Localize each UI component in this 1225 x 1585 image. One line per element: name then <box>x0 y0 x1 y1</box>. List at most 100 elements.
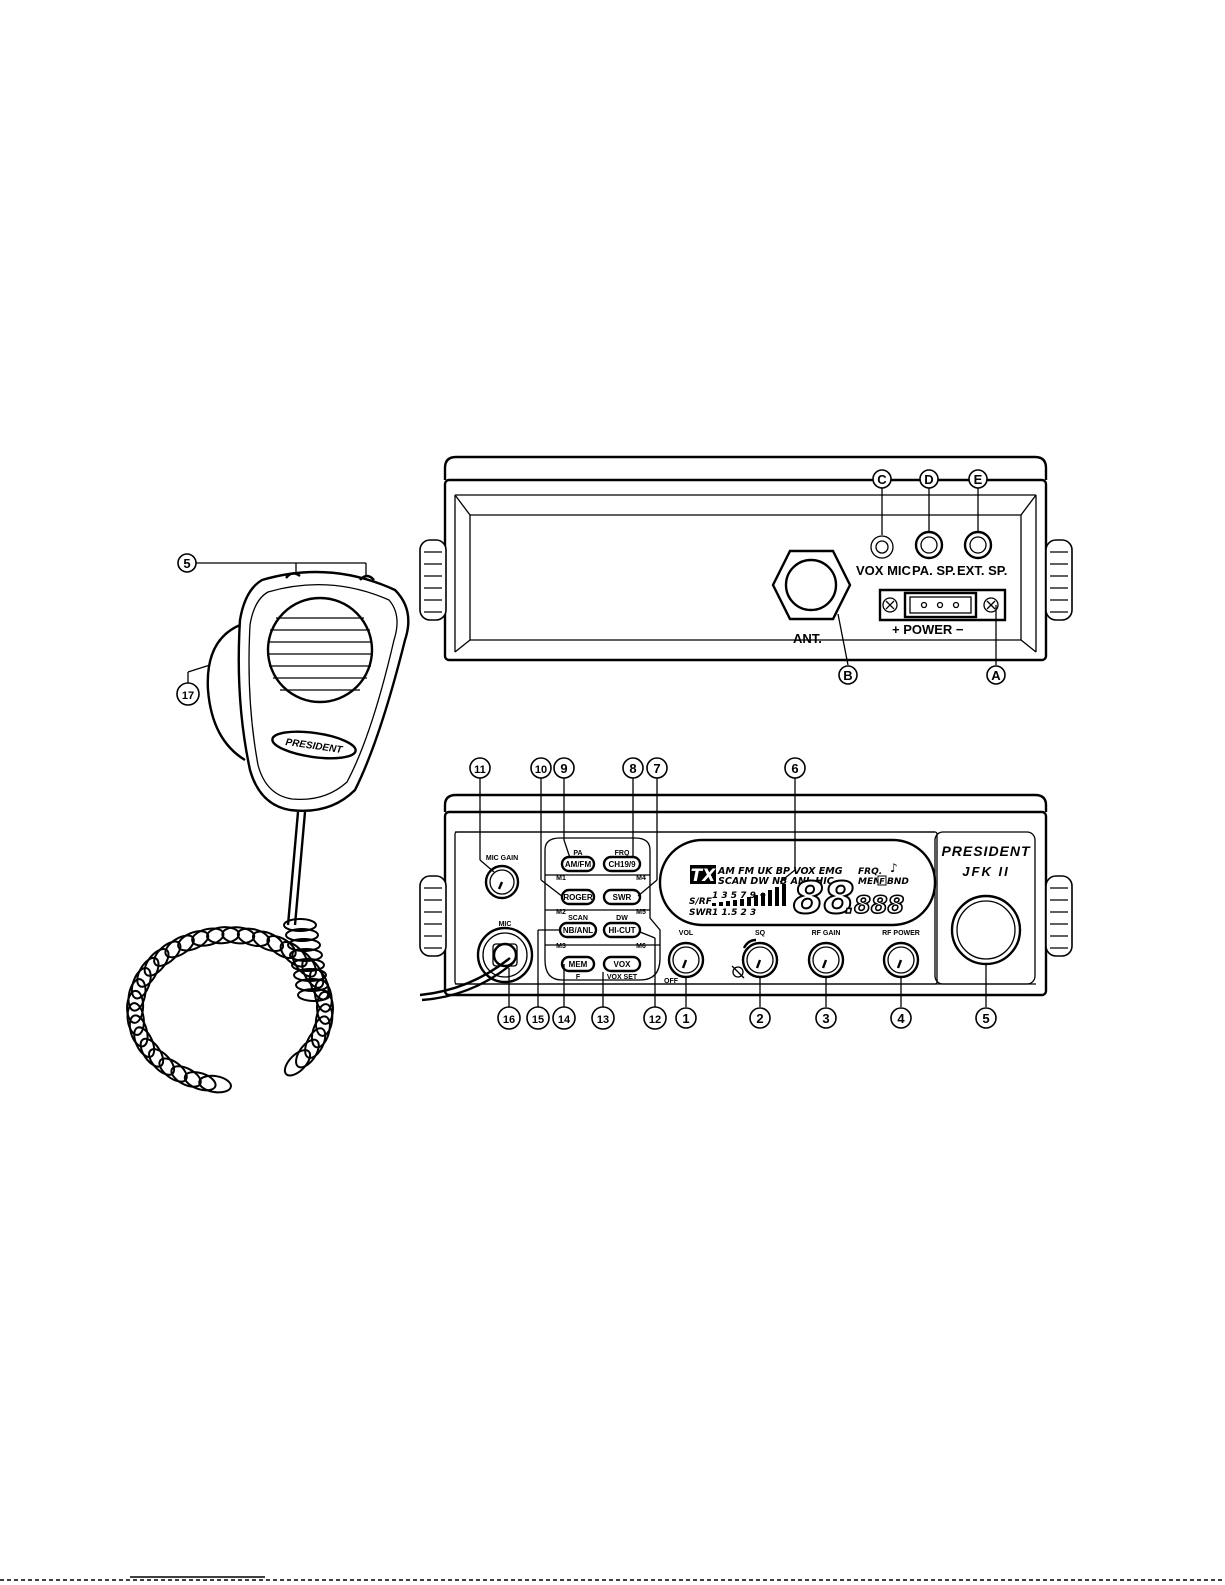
rear-right-bracket-knob <box>1045 539 1073 621</box>
svg-text:16: 16 <box>503 1014 515 1026</box>
callout-e: E <box>968 469 988 489</box>
am-fm-button[interactable]: AM/FM <box>560 855 596 873</box>
dw-label: DW <box>616 915 628 922</box>
microphone: PRESIDENT 5 17 <box>126 553 515 1094</box>
rf-gain-knob[interactable] <box>807 941 845 979</box>
lcd-note-icon: ♪ <box>890 861 898 875</box>
lcd-signal-bars <box>712 884 786 906</box>
svg-text:C: C <box>877 472 887 487</box>
button-cluster <box>544 837 661 981</box>
rear-left-bracket-knob <box>419 539 447 621</box>
front-right-bracket-knob <box>1045 875 1073 957</box>
lcd-srf-scale: 1 3 5 7 9 + <box>712 891 767 901</box>
coil-loop <box>198 1074 232 1094</box>
pa-sp-label: PA. SP. <box>912 563 956 578</box>
svg-text:6: 6 <box>791 761 798 776</box>
lcd-srf-label: S/RF <box>689 897 713 907</box>
lcd-display: TX AM FM UK BP VOX EMG SCAN DW NB ANL HI… <box>658 838 937 927</box>
coil-loop <box>315 990 335 1025</box>
pa-speaker-jack <box>914 530 944 560</box>
svg-text:ROGER: ROGER <box>563 893 593 902</box>
lcd-channel: 88 <box>793 873 854 924</box>
frq-label: FRQ <box>615 850 630 857</box>
pa-label: PA <box>573 850 582 857</box>
svg-text:NB/ANL: NB/ANL <box>563 926 593 935</box>
callout-4: 4 <box>890 1007 912 1029</box>
mic-gain-knob[interactable] <box>484 864 520 900</box>
coil-loop <box>297 988 331 1002</box>
coil-loop <box>158 1057 188 1083</box>
coil-loop <box>126 1002 145 1036</box>
page-footer-rule <box>0 1576 1225 1581</box>
radio-model-logo: JFK II <box>962 864 1009 879</box>
callout-7: 7 <box>646 757 668 779</box>
ext-speaker-jack <box>963 530 993 560</box>
rf-power-label: RF POWER <box>882 930 920 937</box>
f-label: F <box>576 974 581 981</box>
off-label: OFF <box>664 978 679 985</box>
m5-label: M5 <box>636 909 646 916</box>
coil-loop <box>291 958 325 972</box>
svg-text:CH19/9: CH19/9 <box>608 860 636 869</box>
squelch-knob[interactable] <box>741 938 779 979</box>
lcd-mode-row: AM FM UK BP VOX EMG <box>717 866 843 877</box>
callout-2: 2 <box>749 1007 771 1029</box>
coil-loop <box>279 941 308 968</box>
coil-loop <box>295 1038 320 1069</box>
callout-17: 17 <box>176 682 200 706</box>
coil-loop <box>289 948 323 962</box>
vol-label: VOL <box>679 930 694 937</box>
m6-label: M6 <box>636 943 646 950</box>
volume-knob[interactable] <box>667 941 705 979</box>
hi-cut-button[interactable]: HI-CUT <box>602 921 642 939</box>
callout-6: 6 <box>784 757 806 779</box>
m2-label: M2 <box>556 909 566 916</box>
svg-text:10: 10 <box>535 764 547 776</box>
mem-button[interactable]: MEM <box>560 955 596 973</box>
coil-loop <box>283 918 317 932</box>
ch19-9-button[interactable]: CH19/9 <box>602 855 642 873</box>
callout-14: 14 <box>552 1006 576 1030</box>
svg-text:8: 8 <box>629 761 636 776</box>
coil-loop <box>183 1071 217 1092</box>
coil-loop <box>287 938 321 952</box>
lcd-function-row: SCAN DW NB ANL HIC <box>718 876 834 887</box>
roger-button[interactable]: ROGER <box>560 888 596 906</box>
power-label: + POWER − <box>892 622 964 637</box>
channel-selector-knob[interactable] <box>950 894 1022 966</box>
svg-text:3: 3 <box>822 1011 829 1026</box>
coil-loop <box>266 935 297 959</box>
ant-label: ANT. <box>793 631 822 646</box>
callout-3: 3 <box>815 1007 837 1029</box>
svg-text:11: 11 <box>474 764 486 776</box>
svg-text:17: 17 <box>182 690 194 702</box>
sq-label: SQ <box>755 930 766 937</box>
power-socket <box>878 588 1007 622</box>
coil-loop <box>283 1049 312 1077</box>
svg-text:5: 5 <box>183 556 190 571</box>
svg-text:14: 14 <box>558 1014 571 1026</box>
swr-button[interactable]: SWR <box>602 888 642 906</box>
rf-power-knob[interactable] <box>882 941 920 979</box>
callout-b: B <box>838 665 858 685</box>
mic-gain-label: MIC GAIN <box>486 855 518 862</box>
coil-loop <box>170 1065 202 1088</box>
svg-text:AM/FM: AM/FM <box>565 860 592 869</box>
callout-5: 5 <box>975 1007 997 1029</box>
lcd-swr-label: SWR <box>689 908 712 918</box>
nb-anl-button[interactable]: NB/ANL <box>558 921 598 939</box>
front-panel: PRESIDENT JFK II MIC GAIN MIC <box>419 757 1073 1030</box>
vox-button[interactable]: VOX <box>602 955 642 973</box>
vox-set-label: VOX SET <box>607 974 638 981</box>
lcd-frequency: .888 <box>845 891 904 919</box>
vox-mic-label: VOX MIC <box>856 563 912 578</box>
svg-text:B: B <box>843 668 852 683</box>
svg-text:13: 13 <box>597 1014 609 1026</box>
callout-8: 8 <box>622 757 644 779</box>
coil-loop <box>236 927 271 948</box>
coil-loop <box>127 978 147 1012</box>
callout-d: D <box>919 469 939 489</box>
m1-label: M1 <box>556 875 566 882</box>
coil-loop <box>304 1027 327 1059</box>
